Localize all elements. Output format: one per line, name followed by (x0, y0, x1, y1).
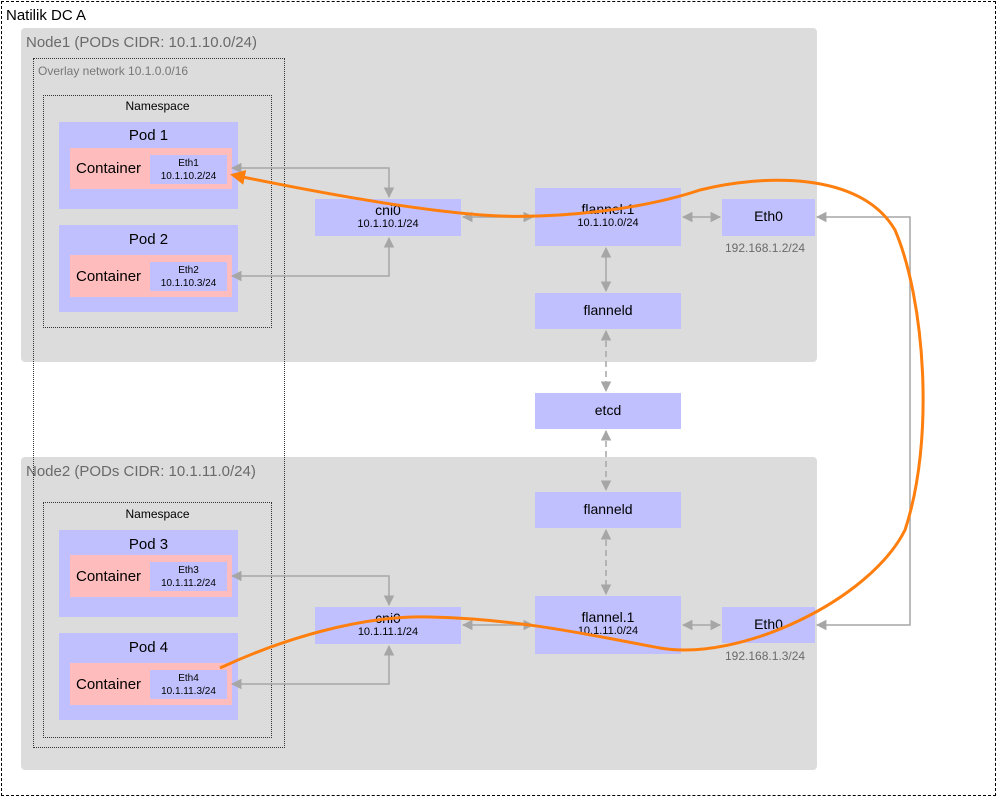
pod-1-eth-name: Eth1 (178, 158, 199, 169)
node1-namespace-label: Namespace (125, 99, 190, 113)
node2-eth0-ip: 192.168.1.3/24 (725, 649, 806, 663)
node2-namespace-label: Namespace (125, 507, 190, 521)
pod-2-container-label: Container (76, 268, 142, 285)
node2-flanneld[interactable]: flanneld (535, 492, 681, 528)
datacenter-title: Natilik DC A (6, 7, 87, 24)
pod-4-eth-interface[interactable]: Eth4 10.1.11.3/24 (150, 670, 227, 699)
node2-namespace (43, 502, 272, 738)
node2-eth0[interactable]: Eth0 (722, 607, 815, 643)
etcd[interactable]: etcd (535, 393, 681, 429)
node1-flanneld[interactable]: flanneld (535, 293, 681, 329)
node2-flannel[interactable]: flannel.1 10.1.11.0/24 (535, 596, 681, 654)
link-eth3-cni0 (230, 570, 395, 607)
node1-eth0[interactable]: Eth0 (722, 199, 815, 236)
pod-3-eth-interface[interactable]: Eth3 10.1.11.2/24 (150, 562, 227, 591)
link-eth2-cni0 (230, 236, 395, 282)
etcd-name: etcd (594, 402, 622, 418)
link-eth4-cni0 (230, 644, 395, 690)
pod-1-title: Pod 1 (128, 127, 169, 144)
node2-title: Node2 (PODs CIDR: 10.1.11.0/24) (26, 463, 256, 480)
node1-namespace (43, 95, 272, 328)
overlay-network (33, 58, 285, 748)
link-eth1-cni0 (230, 162, 395, 199)
node1-eth0-ip: 192.168.1.2/24 (725, 241, 806, 255)
link-eth0-eth0 (815, 211, 911, 631)
pod-1-eth-interface[interactable]: Eth1 10.1.10.2/24 (150, 155, 227, 184)
pod-3-eth-ip: 10.1.11.2/24 (161, 578, 216, 589)
node1-eth0-name: Eth0 (754, 208, 783, 224)
pod-4-eth-name: Eth4 (178, 673, 199, 684)
pod-3-eth-name: Eth3 (178, 565, 199, 576)
pod-4-eth-ip: 10.1.11.3/24 (161, 686, 216, 697)
packet-path (219, 170, 925, 670)
node1-flanneld-name: flanneld (583, 302, 633, 318)
pod-2-eth-interface[interactable]: Eth2 10.1.10.3/24 (150, 262, 227, 291)
node2-flannel-name: flannel.1 (581, 609, 635, 625)
node2-flanneld-name: flanneld (583, 501, 633, 517)
pod-2-title: Pod 2 (128, 231, 169, 248)
pod-3-container-label: Container (76, 568, 142, 585)
pod-1-eth-ip: 10.1.10.2/24 (160, 171, 217, 182)
pod-2-eth-name: Eth2 (178, 265, 199, 276)
node1-cni0-ip: 10.1.10.1/24 (357, 218, 419, 230)
node1-title: Node1 (PODs CIDR: 10.1.10.0/24) (26, 34, 257, 51)
overlay-network-label: Overlay network 10.1.0.0/16 (38, 64, 189, 78)
node1-flannel-ip: 10.1.10.0/24 (577, 217, 639, 229)
pod-1-container-label: Container (76, 160, 142, 177)
node2-eth0-name: Eth0 (754, 616, 783, 632)
pod-4-container-label: Container (76, 676, 142, 693)
pod-2-eth-ip: 10.1.10.3/24 (160, 278, 217, 289)
pod-3-title: Pod 3 (128, 536, 169, 553)
node2-cni0-ip: 10.1.11.1/24 (357, 626, 419, 638)
node1-cni0[interactable]: cni0 10.1.10.1/24 (315, 199, 461, 236)
node1-flannel[interactable]: flannel.1 10.1.10.0/24 (535, 188, 681, 246)
pod-4-title: Pod 4 (128, 639, 169, 656)
